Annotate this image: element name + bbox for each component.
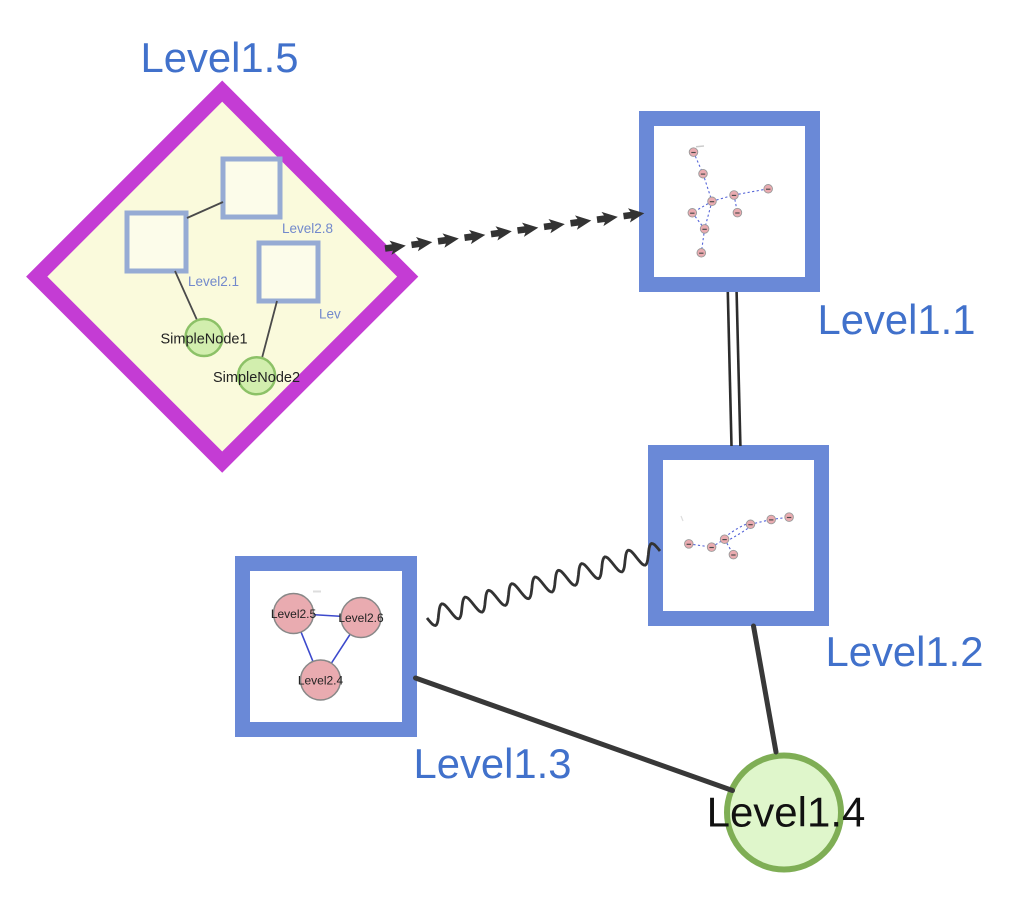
svg-text:Level2.5: Level2.5 [271, 607, 317, 621]
svg-text:Level1.4: Level1.4 [707, 789, 866, 836]
svg-text:Level1.1: Level1.1 [818, 296, 976, 343]
svg-text:Level2.8: Level2.8 [282, 221, 333, 236]
svg-text:Level1.5: Level1.5 [141, 34, 299, 81]
svg-text:Lev: Lev [319, 307, 341, 322]
svg-text:SimpleNode1: SimpleNode1 [160, 332, 247, 348]
svg-text:Level1.3: Level1.3 [414, 740, 572, 787]
svg-text:Level2.1: Level2.1 [188, 274, 239, 289]
svg-text:SimpleNode2: SimpleNode2 [213, 370, 300, 386]
svg-text:Level2.6: Level2.6 [338, 611, 384, 625]
svg-text:Level1.2: Level1.2 [826, 628, 984, 675]
svg-text:Level2.4: Level2.4 [298, 674, 344, 688]
